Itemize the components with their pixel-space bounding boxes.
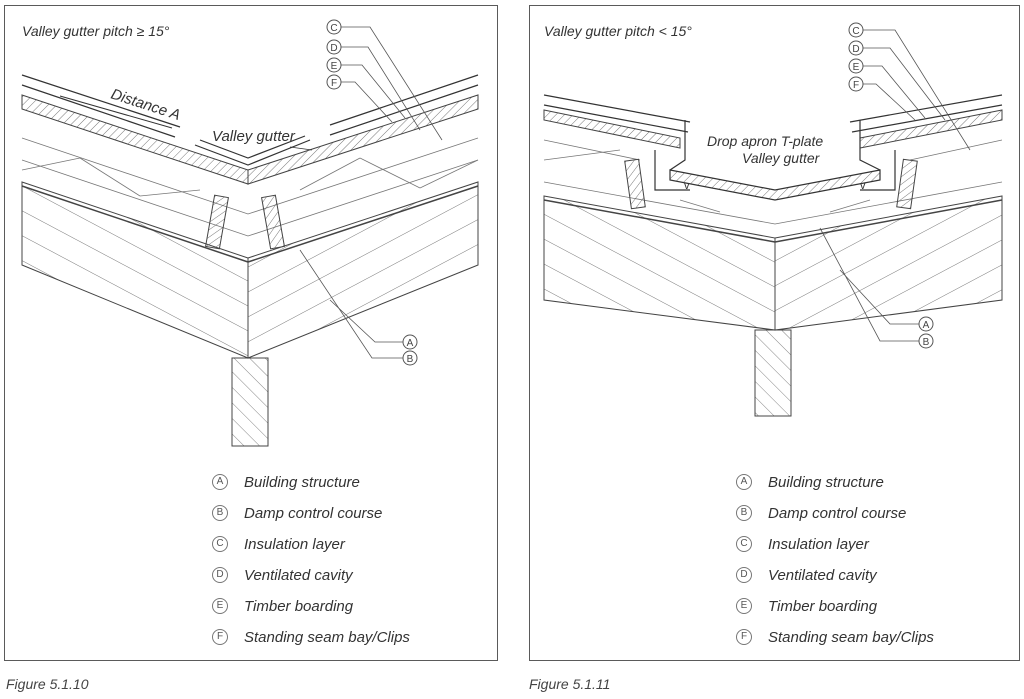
support-post-right [754,329,792,417]
figure-title-left: Valley gutter pitch ≥ 15° [22,23,170,39]
v-mark-left: v [684,180,690,192]
valley-gutter-label-right: Valley gutter [742,150,821,166]
figure-title-right: Valley gutter pitch < 15° [544,23,692,39]
roof-covering-left [21,74,479,166]
timber-boarding-right-a [543,109,681,149]
svg-text:A: A [407,338,414,349]
building-structure-left [21,181,479,359]
v-mark-right: v [860,180,866,192]
roof-covering-right [543,94,1003,133]
support-post-left [231,357,269,447]
svg-text:F: F [331,78,337,89]
timber-boarding-right-b [859,109,1003,149]
svg-text:E: E [853,62,860,73]
insulation-layer-left [21,137,479,237]
callouts-right-bottom: A B [819,227,934,349]
timber-boarding-left-b [247,94,479,185]
insulation-layer-right [543,139,1003,225]
figure-caption-left: Figure 5.1.10 [6,676,89,692]
callouts-right-top: C D E F [848,22,971,151]
svg-text:D: D [330,43,337,54]
svg-text:B: B [407,354,414,365]
svg-text:F: F [853,80,859,91]
svg-text:A: A [923,320,930,331]
callouts-left-bottom: A B [299,249,418,366]
svg-text:C: C [330,23,337,34]
drop-apron-label: Drop apron T-plate [707,133,823,149]
svg-text:B: B [923,337,930,348]
figure-caption-right: Figure 5.1.11 [529,676,611,692]
svg-text:E: E [331,61,338,72]
valley-gutter-right [654,120,896,201]
building-structure-right [543,195,1003,331]
svg-text:D: D [852,44,859,55]
callouts-left-top: C D E F [326,19,443,141]
valley-gutter-label-left: Valley gutter [212,128,296,145]
svg-text:C: C [852,26,859,37]
